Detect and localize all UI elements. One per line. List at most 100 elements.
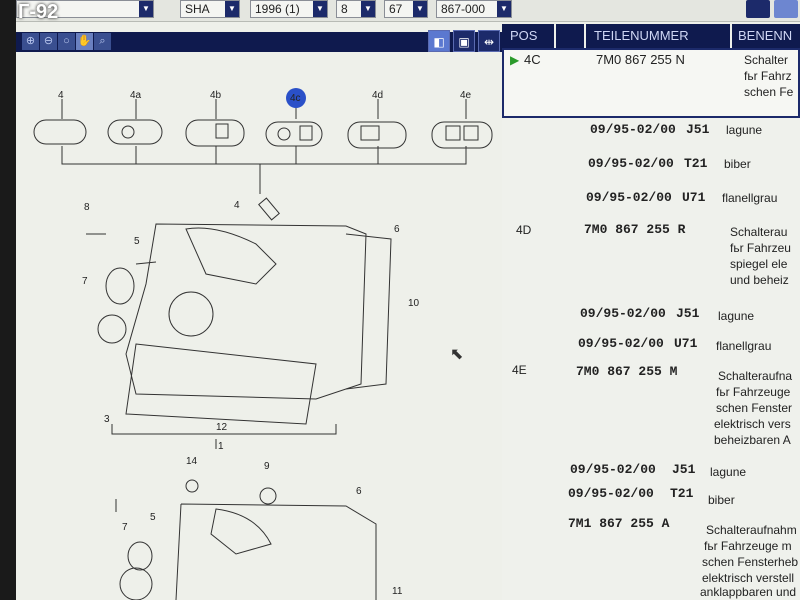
cell-text: 7M0 867 255 R xyxy=(584,222,686,237)
cell-text: 09/95-02/00 xyxy=(578,336,664,351)
single-view-button[interactable]: ▣ xyxy=(453,30,475,52)
overlay-label: Г-92 xyxy=(18,1,59,23)
header-description[interactable]: BENENN xyxy=(738,28,793,43)
expand-button[interactable]: ⇹ xyxy=(478,30,500,52)
chevron-down-icon: ▼ xyxy=(413,1,427,17)
chevron-down-icon: ▼ xyxy=(361,1,375,17)
part-number-cell: 7M0 867 255 N xyxy=(596,52,685,67)
label-4b: 4b xyxy=(210,90,222,101)
cell-text: Schalteraufnahm xyxy=(706,523,797,537)
callout-7b: 7 xyxy=(122,522,128,533)
callout-5: 5 xyxy=(134,236,140,247)
cell-text: biber xyxy=(708,493,735,507)
callout-6: 6 xyxy=(394,224,400,235)
door-panel-diagram: 4 4a 4b 4c 4d 4e 8 5 7 4 6 10 3 12 1 14 … xyxy=(33,88,493,600)
chevron-down-icon: ▼ xyxy=(225,1,239,17)
cell-text: biber xyxy=(724,157,751,171)
cell-text: Schalterau xyxy=(730,225,788,239)
cell-text: elektrisch vers xyxy=(714,417,791,431)
dropdown-value: SHA xyxy=(185,2,210,16)
header-pos[interactable]: POS xyxy=(510,28,538,43)
callout-10: 10 xyxy=(408,298,420,309)
cell-text: 09/95-02/00 xyxy=(586,190,672,205)
cell-text: J51 xyxy=(676,306,700,321)
cell-text: T21 xyxy=(670,486,694,501)
callout-11: 11 xyxy=(392,586,403,597)
cell-text: U71 xyxy=(674,336,698,351)
cell-text: fьr Fahrzeuge m xyxy=(704,539,792,553)
cell-text: lagune xyxy=(710,465,747,479)
year-dropdown[interactable]: 1996 (1)▼ xyxy=(250,0,328,18)
label-4d: 4d xyxy=(372,90,383,101)
chevron-down-icon: ▼ xyxy=(497,1,511,17)
cell-text: flanellgrau xyxy=(716,339,772,353)
illustration-dropdown[interactable]: 867-000 ▼ xyxy=(436,0,512,18)
selected-arrow-icon: ▶ xyxy=(510,53,520,67)
switch-variants: 4 4a 4b 4c 4d 4e xyxy=(33,88,493,194)
description-line: fьr Fahrz xyxy=(744,69,792,83)
cell-text: 4D xyxy=(516,223,532,237)
callout-1: 1 xyxy=(218,441,224,452)
callout-4: 4 xyxy=(234,200,240,211)
callout-7: 7 xyxy=(82,276,88,287)
description-line: Schalter xyxy=(744,53,789,67)
dropdown-value: 67 xyxy=(389,2,403,16)
chevron-down-icon: ▼ xyxy=(139,1,153,17)
zoom-in-icon[interactable]: ⊕ xyxy=(22,33,39,50)
pos-cell: 4C xyxy=(524,52,541,67)
diagram-toolbar xyxy=(16,32,502,52)
dropdown-value: 867-000 xyxy=(441,2,486,16)
split-view-button[interactable]: ◧ xyxy=(428,30,450,52)
callout-6b: 6 xyxy=(356,486,362,497)
dropdown-value: 8 xyxy=(341,2,348,16)
callout-14: 14 xyxy=(186,456,198,467)
highlight-marker xyxy=(286,88,306,108)
callout-12: 12 xyxy=(216,422,228,433)
door-panel-upper xyxy=(86,197,392,449)
tool-button[interactable] xyxy=(774,0,798,18)
callout-8: 8 xyxy=(84,202,90,213)
pan-icon[interactable]: ✋ xyxy=(76,33,93,50)
description-line: schen Fe xyxy=(744,85,794,99)
cell-text: schen Fensterheb xyxy=(702,555,799,569)
cell-text: fьr Fahrzeuge xyxy=(716,385,791,399)
cell-text: 7M1 867 255 A xyxy=(568,516,670,531)
cell-text: T21 xyxy=(684,156,708,171)
group-dropdown[interactable]: 8▼ xyxy=(336,0,376,18)
label-4e: 4e xyxy=(460,90,472,101)
model-dropdown[interactable]: ▼ xyxy=(16,0,154,18)
cell-text: fьr Fahrzeu xyxy=(730,241,791,255)
cell-text: J51 xyxy=(672,462,696,477)
cell-text: beheizbaren A xyxy=(714,433,791,447)
cell-text: 4E xyxy=(512,363,527,377)
header-part-number[interactable]: TEILENUMMER xyxy=(594,28,689,43)
filter-toolbar: ▼ SHA▼ 1996 (1)▼ 8▼ 67▼ 867-000▼ xyxy=(16,0,800,22)
cell-text: 09/95-02/00 xyxy=(590,122,676,137)
callout-9: 9 xyxy=(264,461,270,472)
cell-text: 09/95-02/00 xyxy=(568,486,654,501)
zoom-fit-icon[interactable]: ○ xyxy=(58,33,75,50)
zoom-out-icon[interactable]: ⊖ xyxy=(40,33,57,50)
cell-text: flanellgrau xyxy=(722,191,778,205)
cell-text: 09/95-02/00 xyxy=(580,306,666,321)
cell-text: Schalteraufna xyxy=(718,369,793,383)
cell-text: J51 xyxy=(686,122,710,137)
label-4c[interactable]: 4c xyxy=(290,93,301,104)
parts-catalog-screen: ▼ SHA▼ 1996 (1)▼ 8▼ 67▼ 867-000▼ ⊕ ⊖ ○ ✋… xyxy=(16,0,800,600)
door-panel-lower xyxy=(115,479,377,600)
print-button[interactable] xyxy=(746,0,770,18)
engine-dropdown[interactable]: SHA ▼ xyxy=(180,0,240,18)
callout-5b: 5 xyxy=(150,512,156,523)
cell-text: 09/95-02/00 xyxy=(588,156,674,171)
cell-text: lagune xyxy=(726,123,763,137)
zoom-icon[interactable]: ⌕ xyxy=(94,33,111,50)
cell-text: lagune xyxy=(718,309,755,323)
dropdown-value: 1996 (1) xyxy=(255,2,300,16)
cell-text: und beheiz xyxy=(730,273,789,287)
subgroup-dropdown[interactable]: 67 ▼ xyxy=(384,0,428,18)
cell-text: U71 xyxy=(682,190,706,205)
label-4: 4 xyxy=(58,90,64,101)
selected-part-row[interactable]: ▶ 4C 7M0 867 255 N Schalter fьr Fahrz sc… xyxy=(502,48,800,118)
parts-table-header: POS TEILENUMMER BENENN xyxy=(502,24,800,48)
